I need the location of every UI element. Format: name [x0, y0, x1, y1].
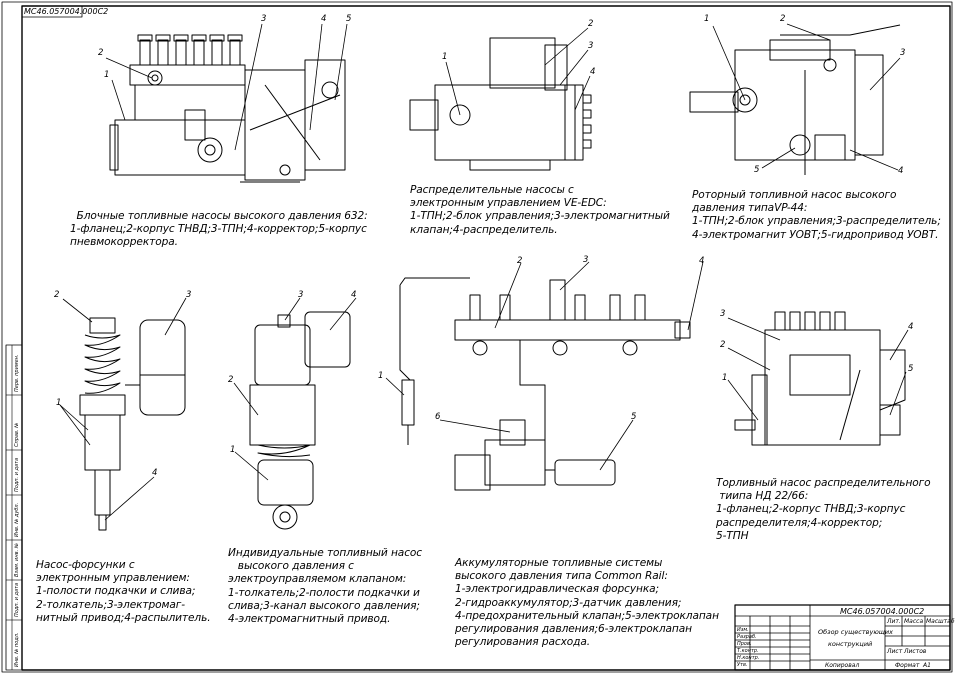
- caption-common-rail: Аккумуляторные топливные системы высоког…: [455, 557, 719, 649]
- tb-row: Н.контр.: [737, 655, 760, 661]
- callout-number: 3: [900, 48, 906, 58]
- nd-pump-leaders: [727, 317, 909, 421]
- callout-number: 2: [228, 375, 234, 385]
- caption-rotary-pump: Роторный топливной насос высокого давлен…: [692, 189, 941, 241]
- callout-number: 4: [908, 322, 914, 332]
- callout-number: 2: [780, 14, 786, 24]
- callout-number: 2: [720, 340, 726, 350]
- side-strip: [5, 344, 23, 671]
- side-label: Подп. и дата: [14, 582, 20, 617]
- tb-row: Утв.: [737, 662, 748, 668]
- callout-number: 2: [588, 19, 594, 29]
- individual-pump-leaders: [233, 297, 357, 481]
- distributor-pump-drawing: [409, 37, 592, 171]
- caption-distributor-pumps: Распределительные насосы с электронным у…: [410, 184, 670, 236]
- callout-number: 4: [321, 14, 327, 24]
- caption-block-pumps: Блочные топливные насосы высокого давлен…: [70, 210, 368, 249]
- tb-row: Пров.: [737, 641, 752, 647]
- callout-number: 3: [583, 255, 589, 265]
- side-label: Инв. № дубл.: [14, 502, 20, 537]
- callout-number: 1: [378, 371, 384, 381]
- pump-injector-leaders: [59, 297, 187, 521]
- tb-row: Изм.: [737, 627, 749, 633]
- titleblock-code: МС46.057004.000С2: [840, 607, 925, 616]
- tb-format: Формат: [895, 662, 920, 669]
- callout-number: 1: [442, 52, 448, 62]
- callout-number: 5: [631, 412, 637, 422]
- callout-number: 4: [590, 67, 596, 77]
- side-label: Справ. №: [14, 422, 20, 447]
- side-label: Взам. инв. №: [14, 543, 20, 577]
- callout-number: 3: [186, 290, 192, 300]
- block-pump-drawing: [109, 34, 346, 183]
- distributor-pump-leaders: [445, 27, 591, 116]
- rotary-pump-leaders: [712, 23, 901, 171]
- title-block: [734, 604, 951, 671]
- caption-individual-pumps: Индивидуальные топливный насос высокого …: [228, 547, 423, 626]
- callout-number: 1: [230, 445, 236, 455]
- block-pump-leaders: [105, 23, 348, 151]
- caption-pump-injectors: Насос-форсунки с электронным управлением…: [36, 559, 211, 624]
- caption-nd-pump: Торливный насос распределительного тиипа…: [716, 477, 931, 542]
- callout-number: 3: [588, 41, 594, 51]
- callout-number: 4: [699, 256, 705, 266]
- top-code: МС46.057004.000С2: [24, 7, 109, 16]
- tb-mass: Масса: [904, 618, 924, 625]
- top-code-box: [21, 5, 83, 18]
- callout-number: 3: [261, 14, 267, 24]
- callout-number: 5: [908, 364, 914, 374]
- tb-lit: Лит.: [887, 618, 901, 625]
- callout-number: 3: [720, 309, 726, 319]
- tb-row: Разраб.: [737, 634, 757, 640]
- callout-number: 1: [56, 398, 62, 408]
- callout-number: 4: [898, 166, 904, 176]
- nd-pump-drawing: [734, 311, 906, 446]
- tb-copied: Копировал: [825, 662, 860, 669]
- callout-number: 3: [298, 290, 304, 300]
- tb-format-value: А1: [923, 662, 931, 669]
- callout-number: 2: [98, 48, 104, 58]
- side-label: Инв. № подл.: [14, 632, 20, 668]
- individual-pump-drawing: [249, 311, 351, 530]
- common-rail-drawing: [399, 277, 691, 491]
- callout-number: 4: [351, 290, 357, 300]
- callout-number: 6: [435, 412, 441, 422]
- title-line-2: конструкций: [828, 640, 873, 648]
- tb-row: Т.контр.: [737, 648, 759, 654]
- callout-number: 2: [54, 290, 60, 300]
- inner-frame: [21, 5, 951, 671]
- callout-number: 5: [346, 14, 352, 24]
- rotary-pump-drawing: [689, 24, 901, 175]
- title-line-1: Обзор существующих: [818, 628, 893, 636]
- callout-number: 5: [754, 165, 760, 175]
- tb-sheet: Лист: [887, 648, 903, 655]
- pump-injector-drawing: [79, 317, 186, 531]
- callout-number: 4: [152, 468, 158, 478]
- callout-number: 2: [517, 256, 523, 266]
- tb-scale: Масштаб: [926, 618, 955, 625]
- side-label: Перв. примен.: [14, 354, 20, 392]
- side-label: Подп. и дата: [14, 457, 20, 492]
- callout-number: 1: [704, 14, 710, 24]
- tb-sheets: Листов: [904, 648, 927, 655]
- callout-number: 1: [104, 70, 110, 80]
- callout-number: 1: [722, 373, 728, 383]
- common-rail-leaders: [385, 261, 704, 471]
